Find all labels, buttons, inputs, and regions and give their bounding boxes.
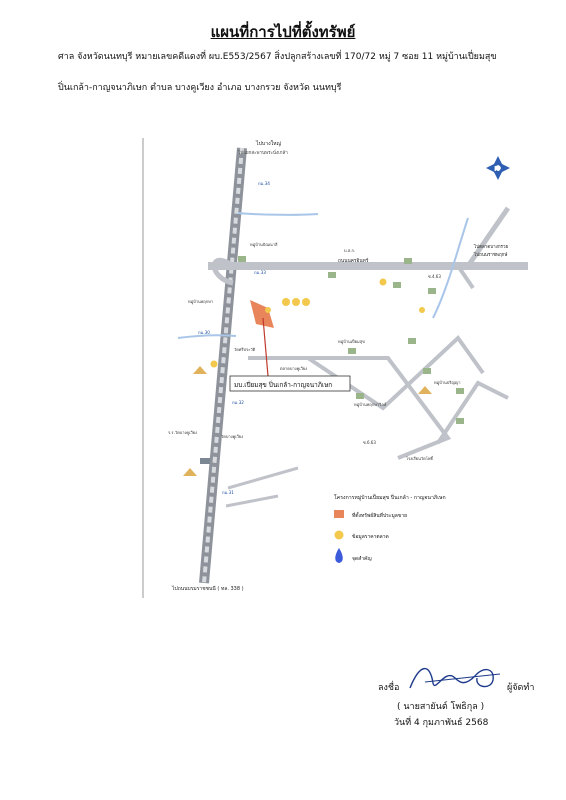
- km-marker: กม.34: [258, 181, 270, 186]
- place-label: วัดศรีประวัติ: [234, 347, 256, 352]
- place-label: หมู่บ้านพฤกษาวิลล์: [354, 402, 387, 408]
- case-info-line1: ศาล จังหวัดนนทบุรี หมายเลขคดีแดงที่ ผบ.E…: [58, 52, 497, 62]
- place-label: ซ.6.63: [363, 440, 376, 445]
- canal-east: [432, 217, 469, 319]
- legend-circle-icon: [334, 530, 344, 540]
- local-road-1: [248, 356, 452, 460]
- market-price-marker: [419, 307, 425, 313]
- road-north-sub-label: ไปแยกสะพานพระนั่งเกล้า: [237, 149, 288, 156]
- village-icon: [456, 418, 464, 424]
- village-icon: [404, 258, 412, 264]
- local-road-2: [306, 334, 485, 411]
- northeast-road: [465, 206, 511, 268]
- canal-north: [237, 212, 319, 216]
- building-icon: [200, 458, 210, 464]
- signature-date: วันที่ 4 กุมภาพันธ์ 2568: [394, 718, 489, 728]
- km-marker: กม.32: [232, 400, 244, 405]
- callout-box: [229, 375, 351, 392]
- market-price-marker: [379, 278, 387, 286]
- page-title: แผนที่การไปที่ตั้งทรัพย์: [210, 23, 356, 41]
- case-info-line2: ปิ่นเกล้า-กาญจนาภิเษก ตำบล บางคูเวียง อำ…: [58, 83, 342, 93]
- legend-item-label: ข้อมูลราคาตลาด: [352, 533, 389, 540]
- signature-name: ( นายสายันต์ โพธิกุล ): [397, 702, 485, 712]
- legend-square-icon: [334, 510, 344, 518]
- market-price-marker: [292, 298, 300, 306]
- legend-item-label: ที่ตั้งทรัพย์สินที่ประมูลขาย: [352, 510, 407, 519]
- village-icon: [348, 348, 356, 354]
- road-south-label: ไปถนนบรมราชชนนี ( ทล. 338 ): [171, 585, 244, 592]
- market-price-marker: [282, 298, 290, 306]
- signature-scribble: [409, 667, 501, 689]
- callout-leader: [262, 317, 269, 377]
- highway-centerline: [202, 147, 244, 584]
- interchange-loop: [211, 257, 235, 286]
- east-branch-road: [456, 264, 475, 290]
- km-marker: กม.33: [254, 270, 266, 275]
- place-label: บ.ส.ก.: [344, 248, 355, 253]
- local-road-4: [227, 466, 299, 490]
- village-icon: [408, 338, 416, 344]
- legend-item-label: จุดสำคัญ: [352, 556, 372, 562]
- place-label: โรงเรียนวัดโพธิ์: [406, 455, 434, 461]
- temple-icon: [183, 468, 197, 476]
- compass-label: N: [494, 165, 500, 173]
- place-label: ซ.4.63: [428, 274, 441, 279]
- local-road-3: [436, 380, 509, 445]
- village-icon: [328, 272, 336, 278]
- place-label: หมู่บ้านพฤกษา: [188, 299, 213, 305]
- temple-icon: [418, 386, 432, 394]
- map-svg: มบ.เปี่ยมสุข ปิ่นเกล้า-กาญจนาภิเษก ไปบาง…: [142, 138, 528, 598]
- canal-west: [177, 334, 237, 339]
- market-price-marker: [210, 360, 218, 368]
- road-east-label: ไปตลาดบางกรวย: [473, 244, 508, 250]
- place-label: หมู่บ้านปัณณาลี: [250, 242, 278, 248]
- legend-title: โครงการหมู่บ้านเปี่ยมสุข ปิ่นเกล้า - กาญ…: [334, 494, 446, 501]
- village-icon: [423, 368, 431, 374]
- legend-drop-icon: [335, 548, 343, 563]
- map-legend: โครงการหมู่บ้านเปี่ยมสุข ปิ่นเกล้า - กาญ…: [334, 494, 446, 563]
- village-icon: [356, 393, 364, 399]
- compass-rose-icon: N: [486, 156, 510, 180]
- road-east-sub-label: ไปถนนราชพฤกษ์: [473, 251, 507, 258]
- location-map: มบ.เปี่ยมสุข ปิ่นเกล้า-กาญจนาภิเษก ไปบาง…: [138, 138, 528, 598]
- place-label: หมู่บ้านเปี่ยมสุข: [338, 339, 365, 345]
- callout-label: มบ.เปี่ยมสุข ปิ่นเกล้า-กาญจนาภิเษก: [234, 380, 332, 389]
- km-marker: กม.31: [222, 490, 234, 495]
- market-price-marker: [302, 298, 310, 306]
- village-icon: [393, 282, 401, 288]
- place-label: ตลาดบางคูเวียง: [280, 366, 307, 372]
- road-north-label: ไปบางใหญ่: [255, 139, 282, 147]
- place-label: หมู่บ้านปริญญา: [434, 380, 461, 386]
- market-price-marker: [265, 307, 271, 313]
- place-label: วัดบางคูเวียง: [221, 434, 243, 440]
- signature-role: ผู้จัดทำ: [507, 683, 535, 693]
- place-label: ร.ร.วัดบางคูเวียง: [168, 430, 197, 436]
- village-icon: [238, 256, 246, 262]
- signature-label: ลงชื่อ: [378, 683, 400, 693]
- road-bangkruai-label: ถนนนครอินทร์: [338, 257, 369, 264]
- temple-icon: [193, 366, 207, 374]
- local-road-5: [225, 494, 279, 508]
- village-icon: [456, 388, 464, 394]
- km-marker: กม.30: [198, 330, 210, 335]
- village-icon: [428, 288, 436, 294]
- subject-property-marker: [250, 300, 274, 328]
